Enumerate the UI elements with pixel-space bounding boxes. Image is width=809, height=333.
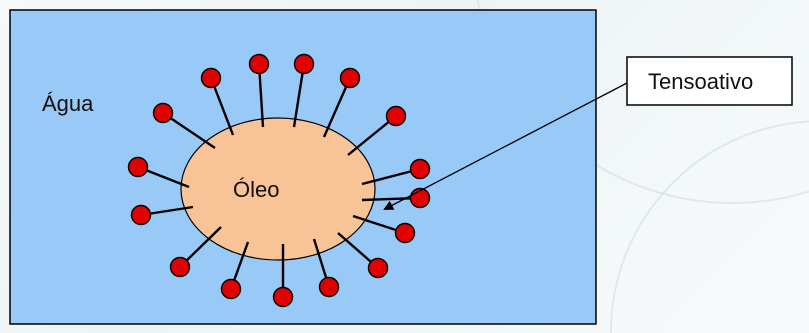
surfactant-head <box>274 288 293 307</box>
surfactant-head <box>202 69 221 88</box>
surfactant-head <box>129 158 148 177</box>
surfactant-head <box>387 107 406 126</box>
surfactant-head <box>250 55 269 74</box>
water-label: Água <box>42 91 94 116</box>
surfactant-head <box>320 278 339 297</box>
surfactant-head <box>341 69 360 88</box>
surfactant-head <box>396 224 415 243</box>
surfactant-head <box>222 280 241 299</box>
oil-label: Óleo <box>233 177 279 202</box>
surfactant-head <box>171 258 190 277</box>
surfactant-head <box>154 104 173 123</box>
surfactant-head <box>295 55 314 74</box>
surfactant-head <box>411 160 430 179</box>
surfactant-label: Tensoativo <box>648 69 753 94</box>
surfactant-head <box>132 206 151 225</box>
surfactant-head <box>369 259 388 278</box>
